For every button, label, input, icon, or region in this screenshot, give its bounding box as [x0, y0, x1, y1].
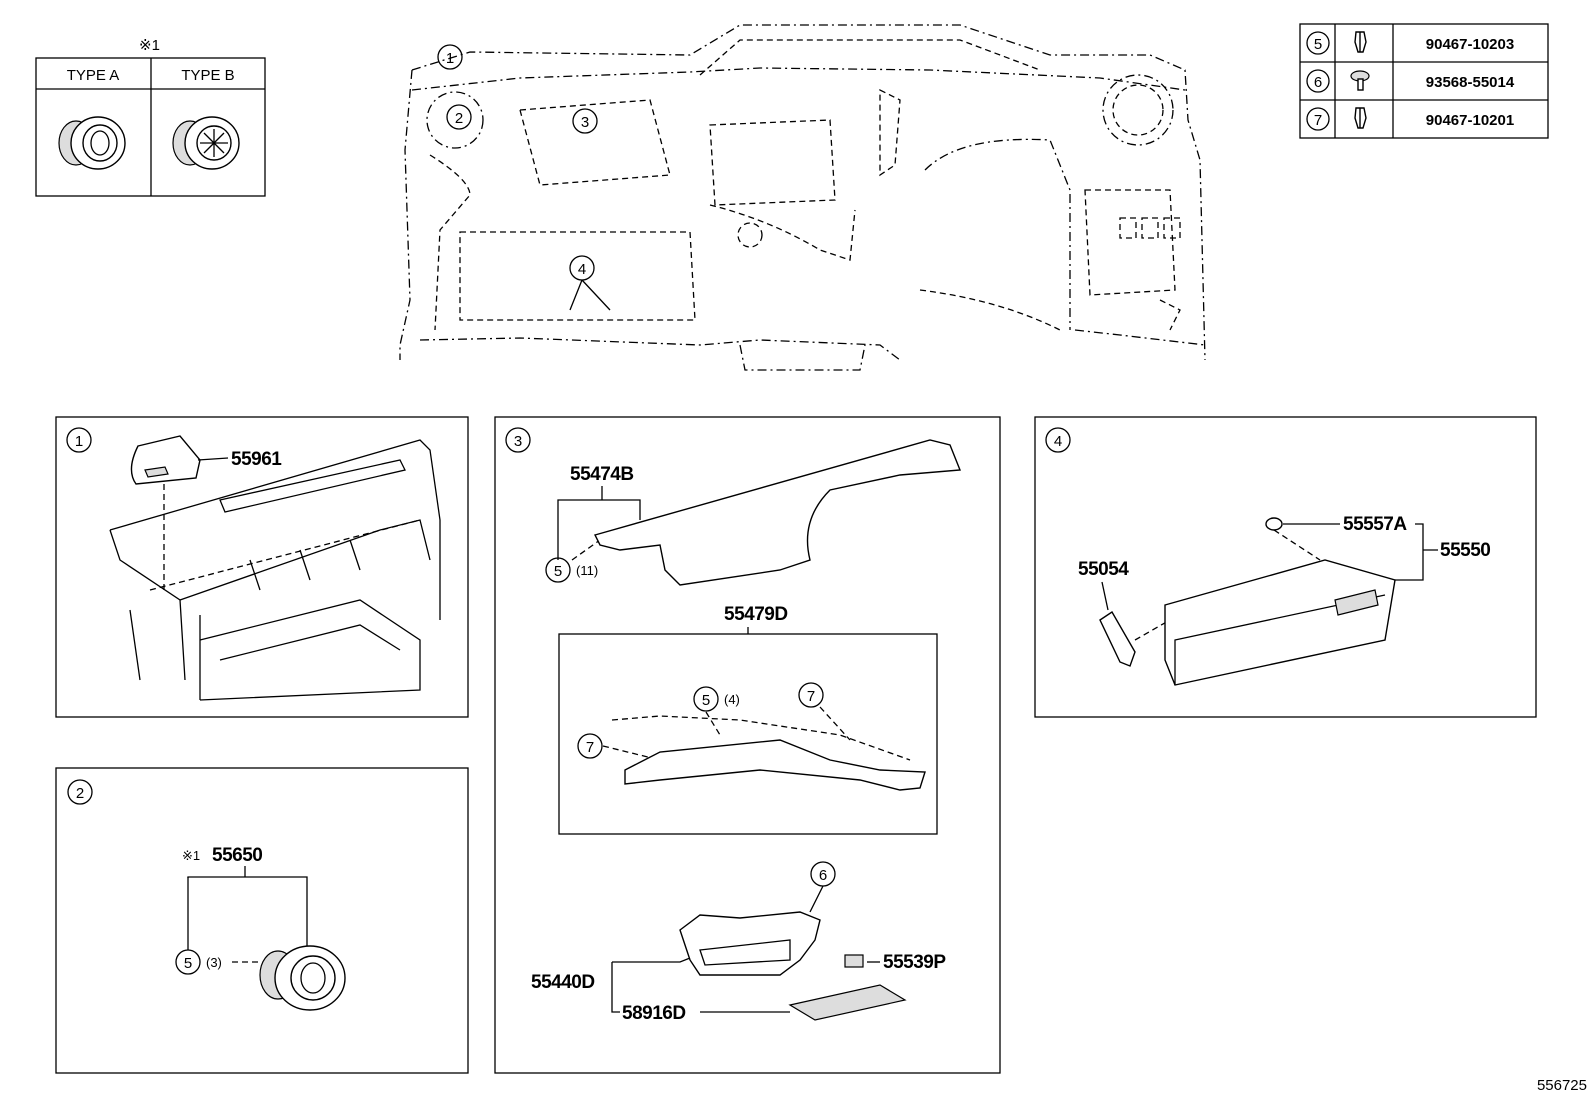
table-row: 7 90467-10201	[1306, 107, 1514, 131]
table-row: 5 90467-10203	[1306, 31, 1514, 55]
table-callout: 7	[1314, 112, 1322, 129]
part-number-55550: 55550	[1440, 540, 1490, 561]
table-callout: 6	[1314, 74, 1322, 91]
overview-callout: 3	[581, 114, 589, 131]
part-number-58916d: 58916D	[622, 1003, 686, 1024]
panel-4: 4 55054 55557A 55550	[1034, 416, 1537, 718]
part-number-55650: 55650	[212, 845, 262, 866]
part-number-55539p: 55539P	[883, 952, 946, 973]
clip-qty: (11)	[576, 563, 598, 578]
part-number-55440d: 55440D	[531, 972, 595, 993]
type-note: ※1	[139, 37, 160, 54]
vent-type-b-icon	[172, 116, 240, 170]
small-clip-part	[844, 954, 864, 968]
part-number-55479d: 55479D	[724, 604, 788, 625]
table-part-no: 90467-10203	[1426, 36, 1514, 53]
panel-callout: 1	[75, 433, 83, 450]
clip-qty: (4)	[724, 692, 740, 707]
screw-callout: 6	[819, 867, 827, 884]
panel-callout: 2	[76, 785, 84, 802]
screw-icon	[1350, 70, 1370, 91]
panel-2: 2 ※1 55650 5 (3)	[55, 767, 469, 1074]
clip-callout: 7	[586, 739, 594, 756]
diagram-id: 556725	[1537, 1077, 1587, 1094]
clip-callout: 5	[702, 692, 710, 709]
table-part-no: 93568-55014	[1426, 74, 1515, 91]
panel-3: 3 55474B 5 (11) 55479D 5 (4) 7 7 6	[494, 416, 1001, 1074]
vent-type-a-icon	[58, 116, 126, 170]
lower-panel-part	[624, 739, 926, 791]
part-number-55961: 55961	[231, 449, 282, 470]
overview-callout: 1	[446, 50, 454, 67]
type-b-label: TYPE B	[181, 67, 234, 84]
clip-callout: 7	[807, 688, 815, 705]
panel-callout: 3	[514, 433, 522, 450]
glove-box-door-part	[1164, 559, 1396, 686]
side-vent-part	[259, 945, 346, 1011]
fastener-table: 5 90467-10203 6 93568-55014 7 90467-1020…	[1299, 23, 1549, 139]
defroster-nozzle-part	[130, 435, 201, 485]
glove-box-stopper-part	[1265, 517, 1283, 531]
part-number-55557a: 55557A	[1343, 514, 1407, 535]
overview-callout: 4	[578, 261, 586, 278]
table-part-no: 90467-10201	[1426, 112, 1514, 129]
glove-box-damper-part	[1099, 611, 1136, 667]
part-number-55474b: 55474B	[570, 464, 634, 485]
vent-type-box: ※1 TYPE A TYPE B	[35, 37, 266, 197]
clip-icon	[1354, 107, 1367, 129]
table-callout: 5	[1314, 36, 1322, 53]
panel-1: 1 55961	[55, 416, 469, 718]
vent-note: ※1	[182, 848, 200, 863]
instrument-panel-cover-part	[593, 439, 962, 586]
overview-callout: 2	[455, 110, 463, 127]
part-number-55054: 55054	[1078, 559, 1129, 580]
tray-mat-part	[788, 984, 907, 1021]
clip-qty: (3)	[206, 955, 222, 970]
clip-callout: 5	[554, 563, 562, 580]
bracket-part	[679, 911, 821, 976]
panel-callout: 4	[1054, 433, 1062, 450]
clip-callout: 5	[184, 955, 192, 972]
type-a-label: TYPE A	[67, 67, 120, 84]
dashboard-overview: 1 2 3 4	[399, 24, 1206, 371]
clip-icon	[1354, 31, 1367, 53]
table-row: 6 93568-55014	[1306, 69, 1515, 93]
